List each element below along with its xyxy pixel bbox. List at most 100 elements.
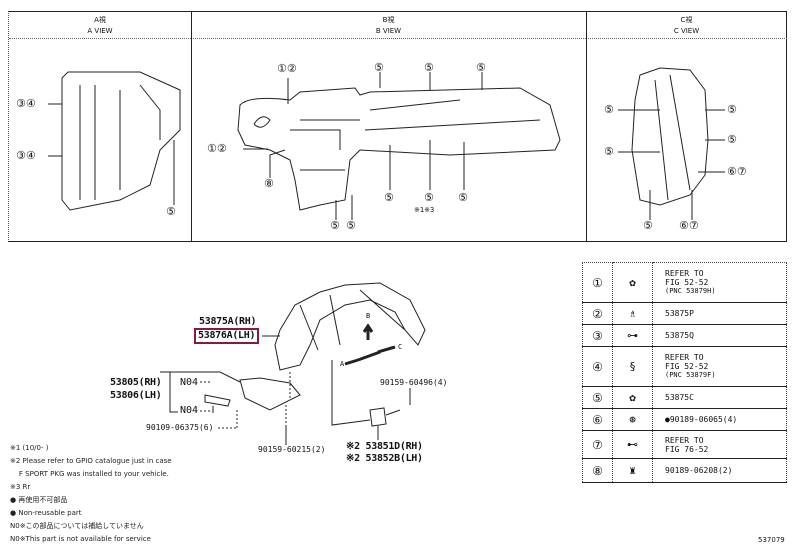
legend-text: 53875C: [652, 386, 787, 409]
note: ※2 Please refer to GPIO catalogue just i…: [10, 457, 172, 465]
callout: ③④: [16, 97, 36, 110]
screw-icon: ♗: [612, 302, 653, 325]
callout: ⑤: [330, 219, 340, 232]
divider: [586, 12, 587, 241]
part-number-cover-lh[interactable]: 53806(LH): [110, 390, 162, 401]
legend-text-line: FIG 52-52: [665, 278, 709, 287]
legend-text: 53875Q: [652, 324, 787, 347]
n04-label: N04: [180, 405, 199, 416]
part-number-lh-highlighted[interactable]: 53876A(LH): [194, 328, 260, 344]
legend-text: ●90189-06065(4): [652, 408, 787, 431]
part-number-screw[interactable]: 90159-60496(4): [380, 378, 448, 387]
arrow-c-label: C: [398, 343, 403, 351]
callout: ⑤: [458, 191, 468, 204]
legend-row: ⑤✿53875C: [582, 386, 787, 409]
under-cover: [239, 377, 301, 411]
part-number-flap-rh[interactable]: ※2 53851D(RH): [346, 441, 423, 452]
c-view-liner: [631, 67, 709, 206]
callout: ⑤: [727, 103, 737, 116]
fender-liner: [274, 282, 426, 371]
clip-icon: §: [612, 346, 653, 387]
legend-row: ⑧♜ 90189-06208(2): [582, 458, 787, 483]
callout: ⑤: [384, 191, 394, 204]
callout: ⑤: [604, 103, 614, 116]
flap: [369, 407, 387, 427]
legend-number: ⑧: [582, 458, 613, 483]
legend-number: ②: [582, 302, 613, 325]
legend-text-line: 90189-06208(2): [665, 466, 733, 475]
callout: ⑤: [476, 61, 486, 74]
legend-text: 90189-06208(2): [652, 458, 787, 483]
n04-bracket: [204, 394, 231, 413]
callout: ⑤: [424, 191, 434, 204]
note: N0※この部品については補給していません: [10, 522, 144, 530]
legend-number: ⑤: [582, 386, 613, 409]
part-number-bolt[interactable]: 90109-06375(6): [146, 423, 214, 432]
legend-row: ③⊶ 53875Q: [582, 324, 787, 347]
c-view-title: C VIEW: [673, 27, 700, 35]
retainer-icon: ♜: [612, 458, 653, 483]
note: F SPORT PKG was installed to your vehicl…: [10, 470, 169, 478]
callout: ③④: [16, 149, 36, 162]
callout: ⑧: [264, 177, 274, 190]
leader: [160, 335, 280, 413]
legend-text-line: 53875Q: [665, 331, 694, 340]
divider: [191, 12, 192, 241]
callout: ⑥⑦: [727, 165, 747, 178]
arrow-a-label: A: [340, 360, 345, 368]
b-view-liner: [237, 87, 561, 211]
legend-number: ③: [582, 324, 613, 347]
legend-text-line: FIG 52-52: [665, 362, 709, 371]
b-view-title-jp: B視: [382, 16, 395, 24]
legend-text-line: FIG 76-52: [665, 444, 709, 454]
leader: [200, 372, 291, 440]
page-code: 537079: [758, 536, 785, 544]
callout: ⑥⑦: [679, 219, 699, 232]
callout: ⑤: [643, 219, 653, 232]
a-view-title-jp: A視: [94, 16, 106, 24]
legend-text-line: (PNC 53879H): [665, 287, 716, 295]
legend-text-line: 53875P: [665, 309, 694, 318]
a-view-liner: [61, 71, 181, 211]
legend-number: ⑥: [582, 408, 613, 431]
notes: ※1 (10/0- ) ※2 Please refer to GPIO cata…: [10, 442, 172, 546]
b-view-hole: [253, 116, 271, 128]
callout: ①②: [207, 142, 227, 155]
note: ● Non-reusable part: [10, 509, 82, 517]
part-number-clip[interactable]: 90159-60215(2): [258, 445, 326, 454]
callout: ⑤: [604, 145, 614, 158]
leader: [48, 103, 175, 205]
part-number-flap-lh[interactable]: ※2 53852B(LH): [346, 453, 423, 464]
b-view-title: B VIEW: [375, 27, 402, 35]
part-number-cover-rh[interactable]: 53805(RH): [110, 377, 162, 388]
legend-text-line: ●90189-06065(4): [665, 415, 738, 424]
nut-icon: ⊛: [612, 408, 653, 431]
legend-text-line: REFER TO: [665, 353, 704, 362]
leader: [331, 360, 411, 440]
callout: ⑤: [346, 219, 356, 232]
legend-text-line: REFER TO: [665, 269, 704, 278]
clip-icon: ⊶: [612, 324, 653, 347]
legend-row: ⑥⊛ ●90189-06065(4): [582, 408, 787, 431]
clip-icon: ⊷: [612, 430, 653, 459]
legend-number: ①: [582, 262, 613, 303]
arrow-a: [344, 350, 381, 366]
legend-text-line: 53875C: [665, 393, 694, 402]
callout: ⑤: [166, 205, 176, 218]
legend-text-line: (PNC 53879F): [665, 371, 716, 379]
part-number-rh[interactable]: 53875A(RH): [199, 316, 257, 327]
note: ● 再使用不可部品: [10, 496, 68, 504]
arrow-b-label: B: [366, 312, 371, 320]
n04-label: N04: [180, 377, 199, 388]
arrow-up: [362, 323, 374, 340]
legend-number: ⑦: [582, 430, 613, 459]
